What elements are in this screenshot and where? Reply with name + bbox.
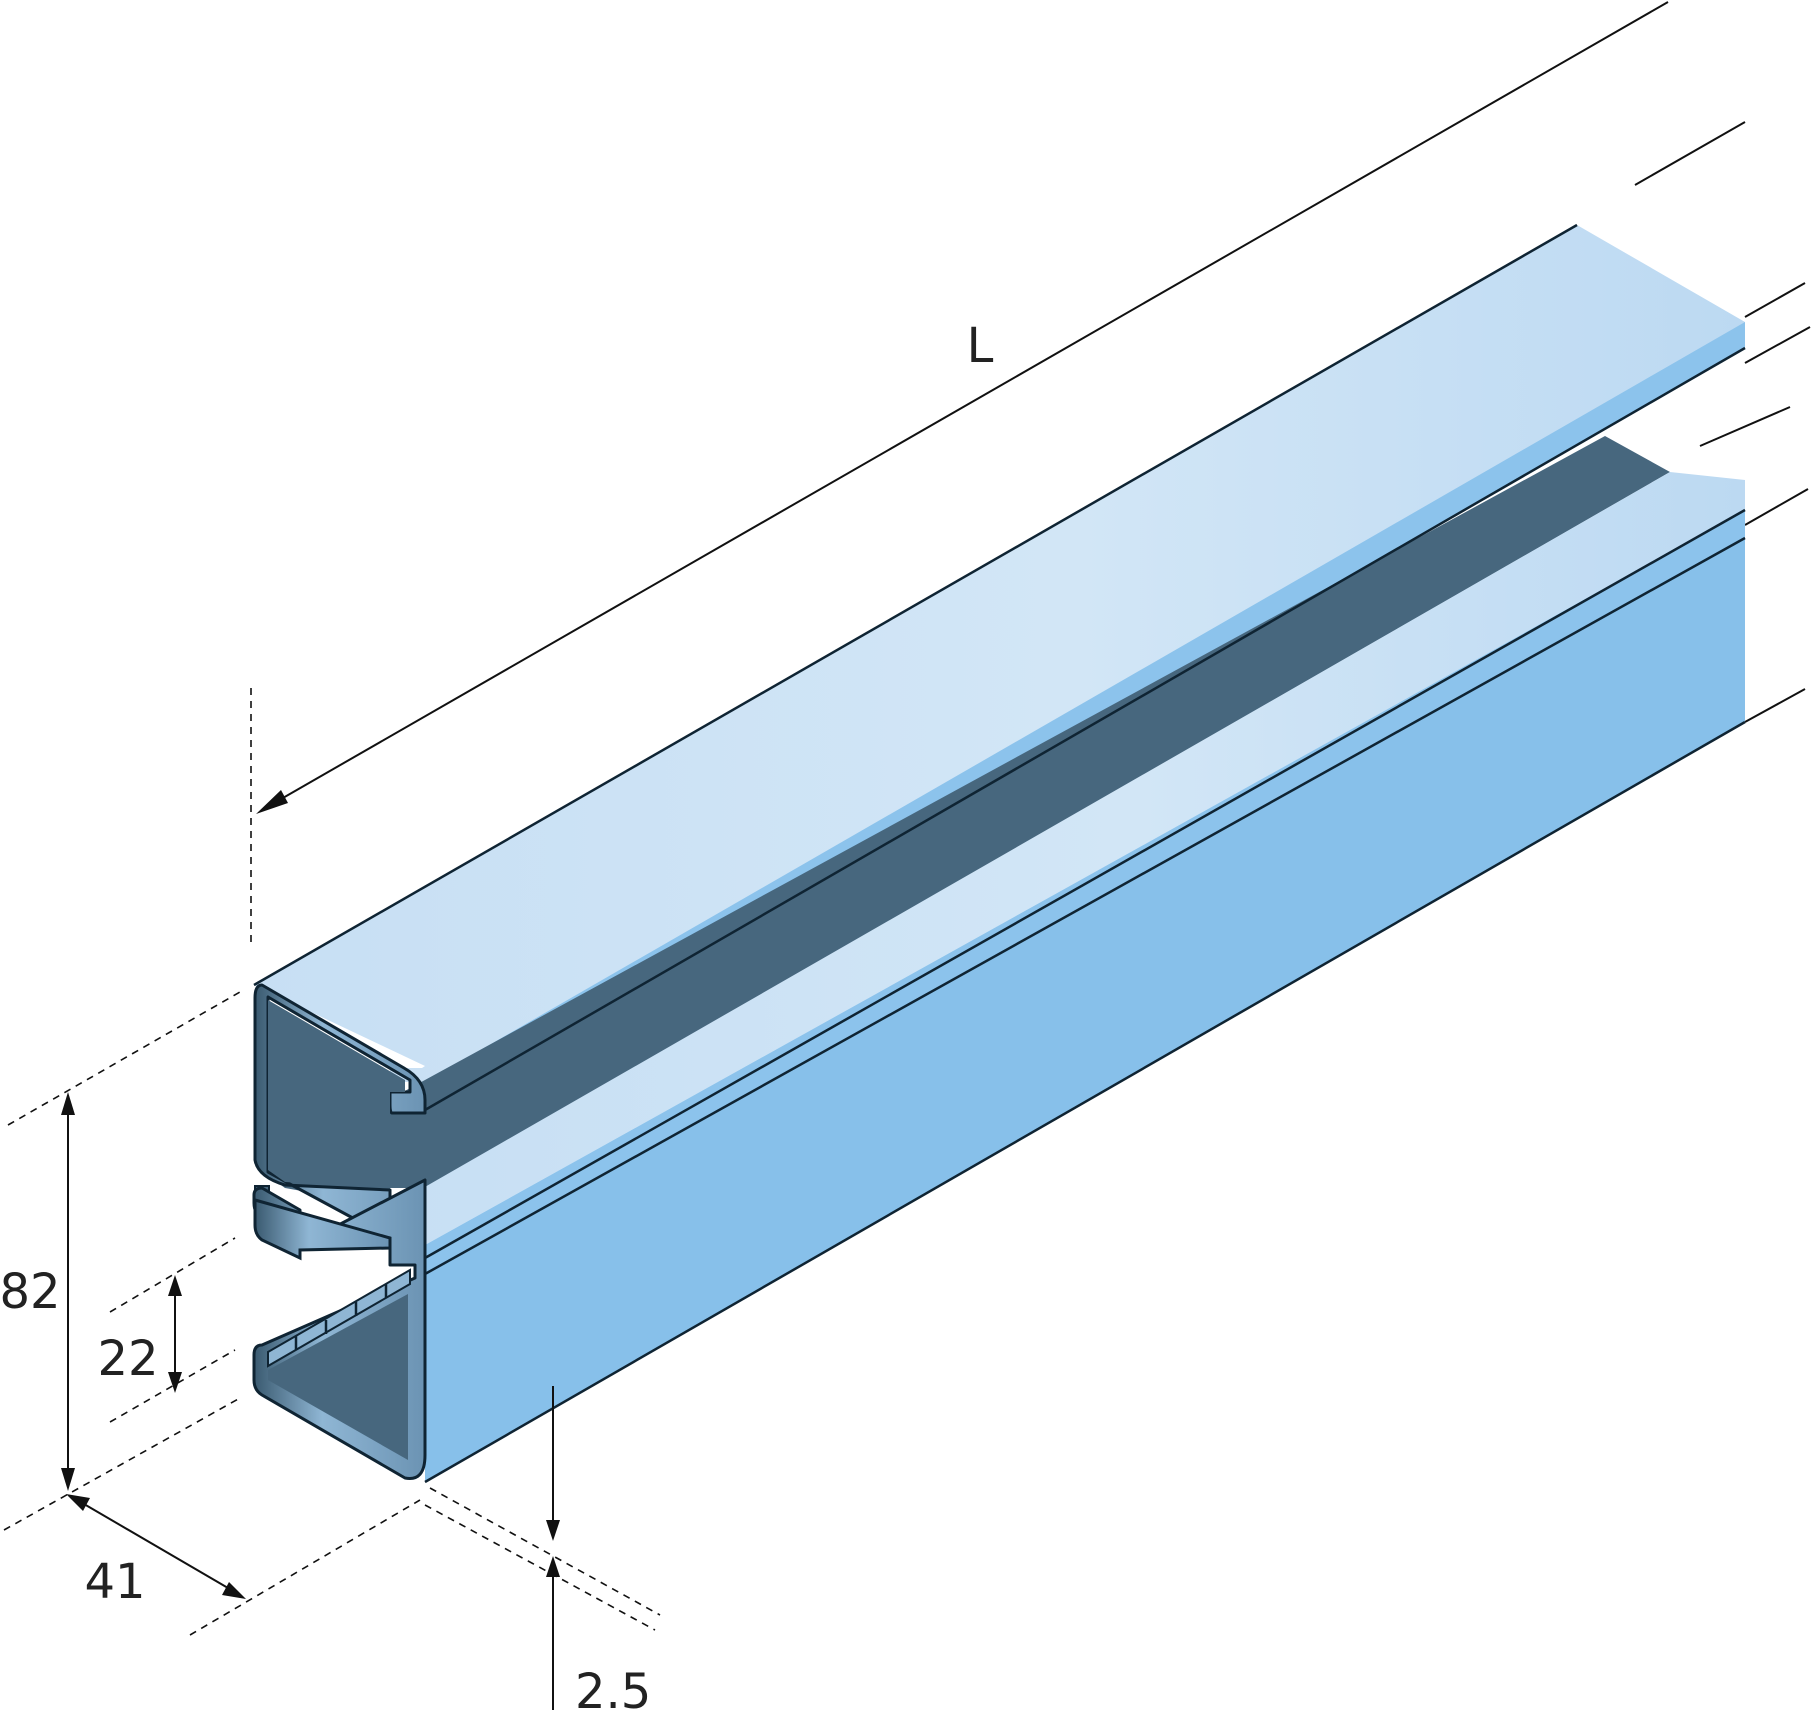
- slot-dimension: 22: [97, 1275, 182, 1393]
- upper-seam: [424, 346, 1746, 1112]
- thickness-label: 2.5: [575, 1664, 651, 1720]
- slot-dark-face: [260, 436, 1670, 1207]
- ref-dash-41-right: [189, 1499, 421, 1636]
- length-dimension: L: [250, 1, 1669, 948]
- mid-extension-line-1: [1744, 282, 1806, 318]
- ref-dash-82-bottom: [3, 1397, 241, 1531]
- slot-label: 22: [97, 1331, 158, 1387]
- upper-top-face: [254, 225, 1745, 1102]
- ref-dash-22-top: [109, 1237, 236, 1313]
- top-edge: [253, 223, 1578, 987]
- side-face-seam: [424, 536, 1746, 1276]
- bottom-edge: [424, 720, 1746, 1484]
- upper-lip-lower: [253, 1198, 392, 1261]
- top-extension-line: [1634, 121, 1746, 186]
- mid-extension-line-3: [1699, 406, 1791, 447]
- lower-lip-face: [390, 472, 1745, 1258]
- thickness-dimension: 2.5: [546, 1386, 651, 1720]
- ref-dash-thk-1: [429, 1487, 661, 1616]
- mid-extension-line-4: [1744, 488, 1809, 526]
- cross-section: [252, 983, 427, 1481]
- mid-extension-line-2: [1744, 326, 1811, 364]
- ref-dash-22-bottom: [109, 1349, 236, 1423]
- ref-dash-thk-2: [424, 1504, 656, 1631]
- height-dimension: 82: [0, 1092, 75, 1491]
- width-dimension: 41: [66, 1494, 246, 1610]
- width-label: 41: [84, 1554, 145, 1610]
- channel-body: [253, 223, 1746, 1484]
- dashed-references: [3, 991, 661, 1636]
- slot-teeth: [267, 1268, 411, 1368]
- lower-cavity: [268, 1294, 408, 1460]
- upper-c-section: [253, 983, 427, 1240]
- height-label: 82: [0, 1264, 61, 1320]
- extension-lines: [1634, 121, 1811, 723]
- length-arrowhead: [256, 790, 288, 814]
- length-dimension-line: [261, 1, 1669, 811]
- side-face: [425, 538, 1745, 1482]
- bottom-extension-line: [1744, 688, 1806, 723]
- lower-lip-edge-strip: [425, 510, 1745, 1274]
- ref-dash-82-top: [7, 991, 241, 1126]
- lip-seam: [424, 508, 1746, 1260]
- upper-cavity: [268, 1000, 405, 1188]
- length-label: L: [967, 318, 994, 374]
